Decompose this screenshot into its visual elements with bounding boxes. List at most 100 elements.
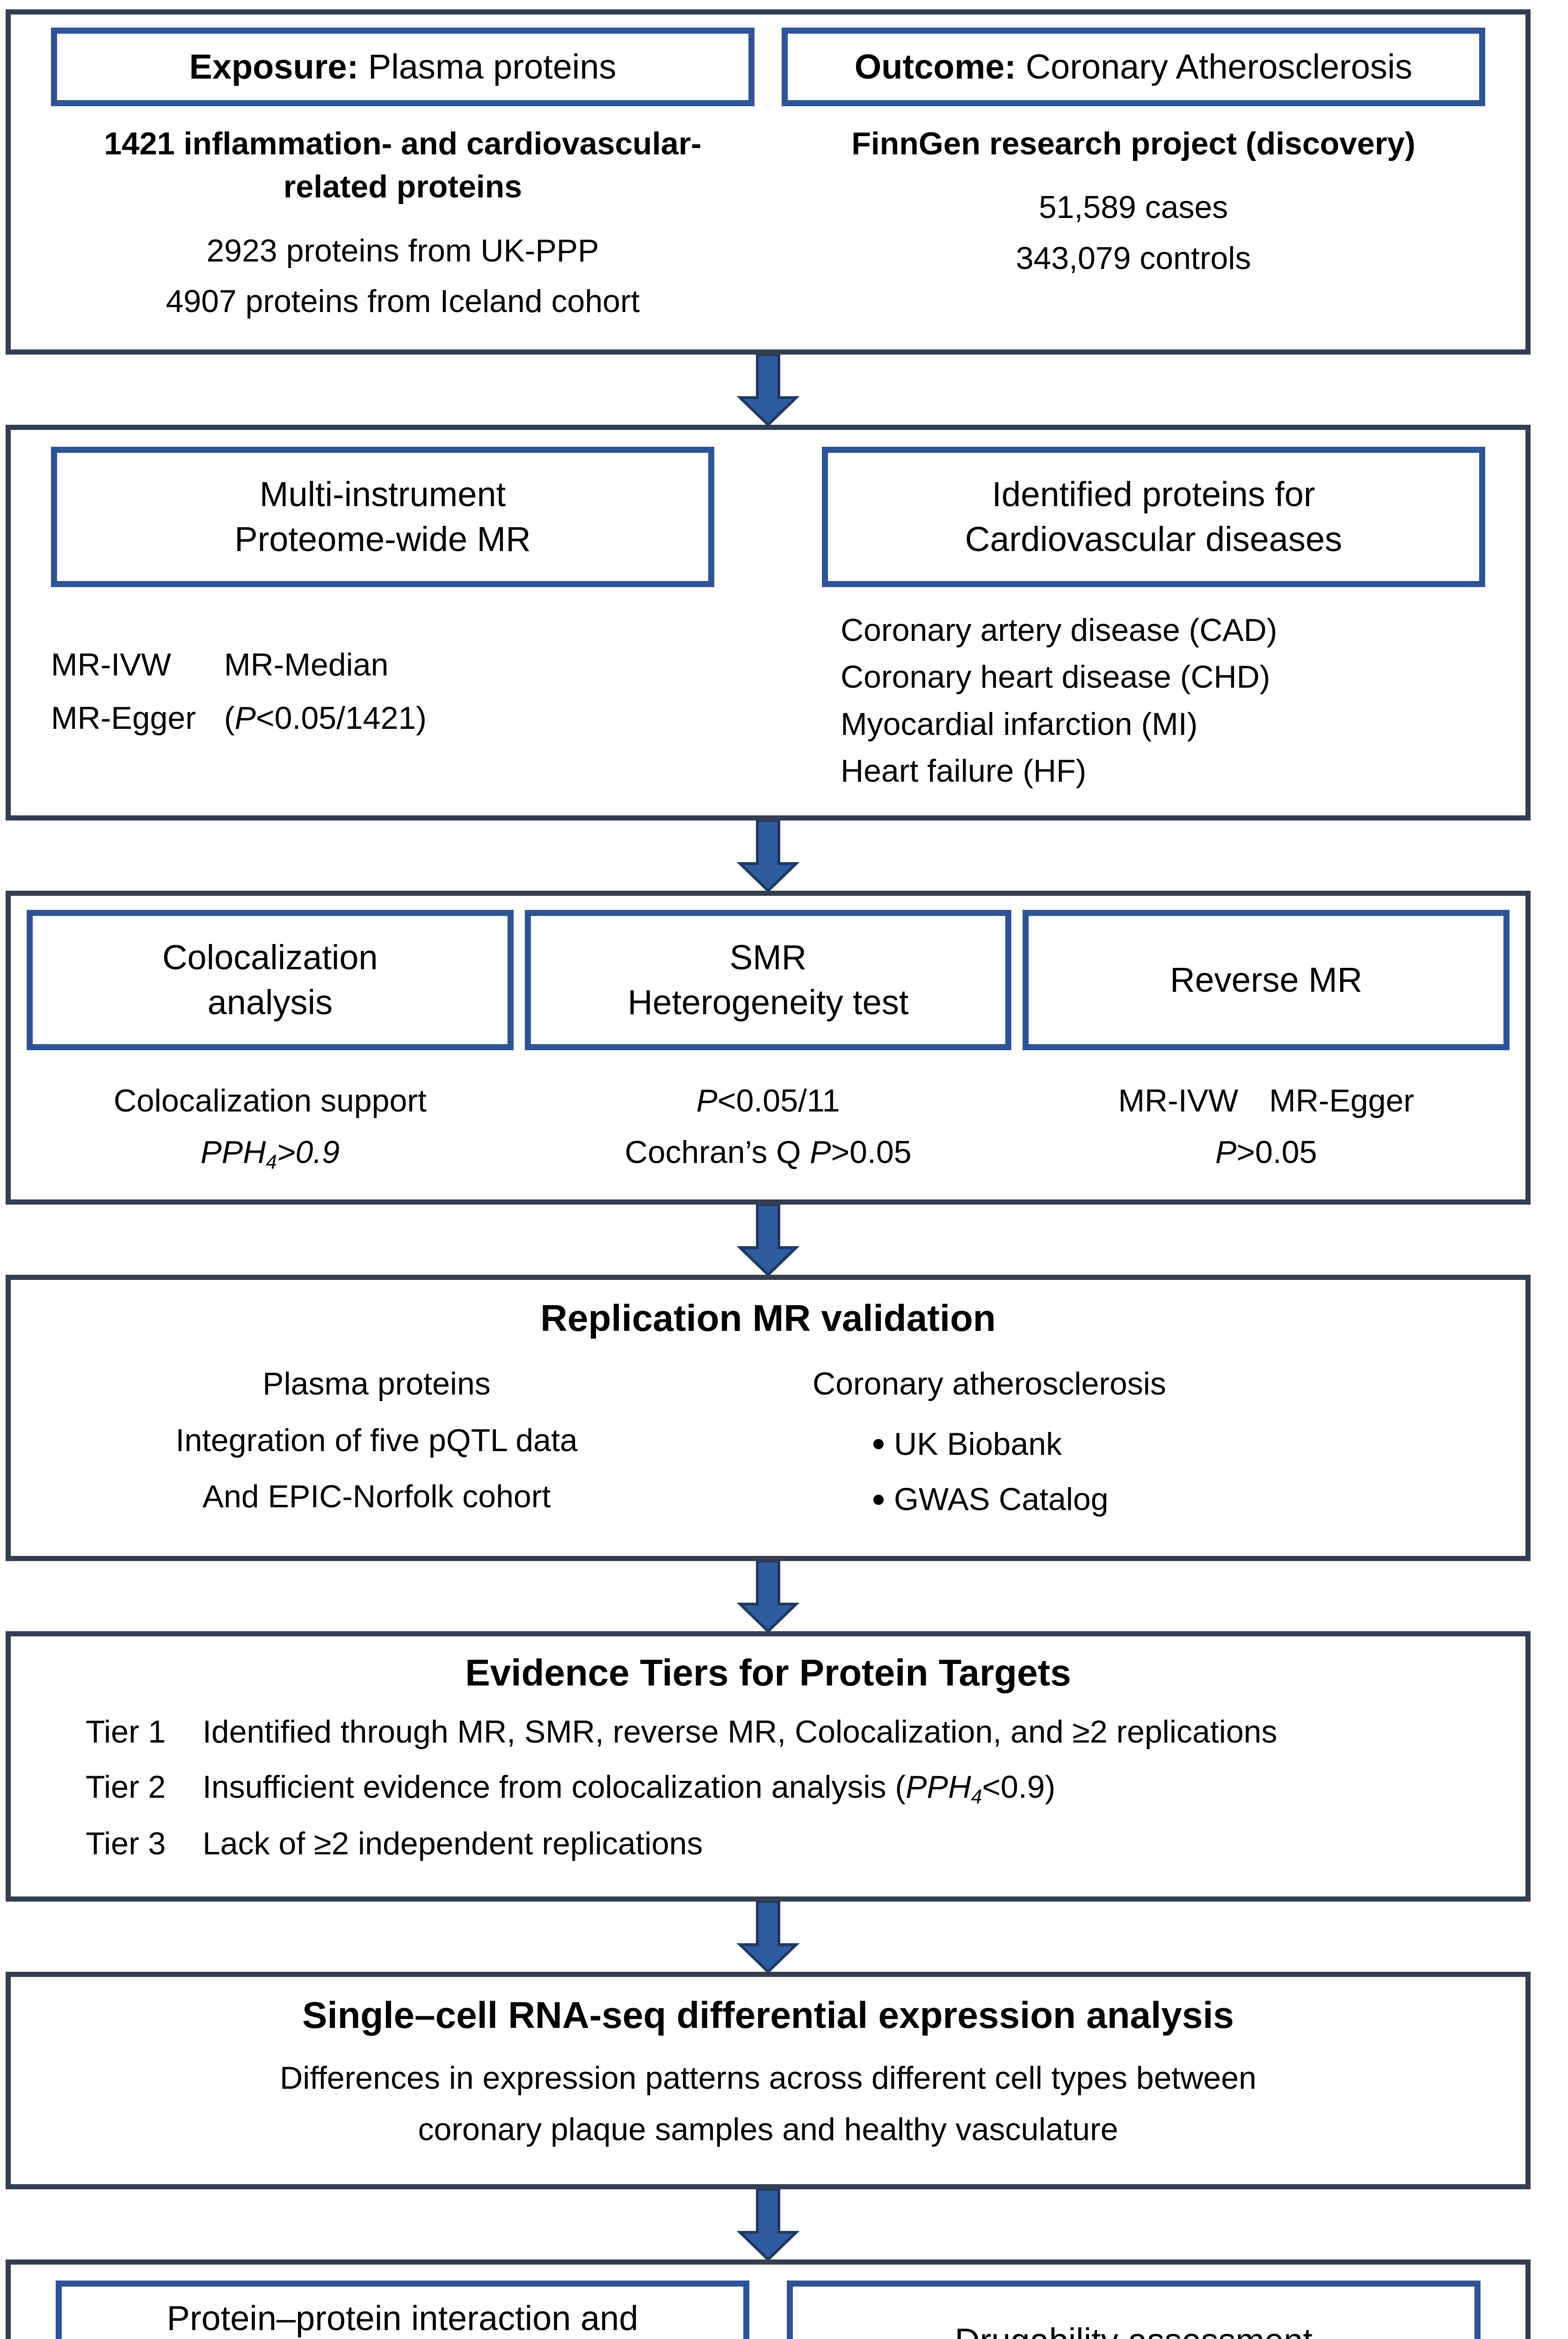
colocalization-box-text: Colocalization analysis [162,935,378,1025]
replication-epic-norfolk: And EPIC-Norfolk cohort [202,1479,551,1515]
replication-bullet-label: UK Biobank [894,1426,1062,1462]
panel-mr-analysis: Multi-instrument Proteome-wide MR MR-IVW… [6,424,1531,821]
down-arrow-icon [736,1205,800,1275]
panel-evidence-tiers: Evidence Tiers for Protein Targets Tier … [6,1631,1531,1902]
mr-box-line2: Proteome-wide MR [234,519,531,559]
identified-box-line1: Identified proteins for [992,474,1315,514]
exposure-label: Exposure: [189,47,359,86]
mr-method-column: Multi-instrument Proteome-wide MR MR-IVW… [51,446,770,797]
flow-arrow-4 [6,1561,1531,1631]
outcome-item-cases: 51,589 cases [1038,189,1228,225]
tier-row-1: Tier 1 Identified through MR, SMR, rever… [29,1710,1507,1753]
mr-box-line1: Multi-instrument [259,474,506,514]
outcome-box: Outcome: Coronary Atherosclerosis [782,28,1485,106]
colocalization-box: Colocalization analysis [27,909,514,1050]
coloc-line1: Colocalization [162,937,378,977]
ppi-enrichment-box: Protein–protein interaction and Enrichme… [56,2280,749,2339]
exposure-box: Exposure: Plasma proteins [51,28,755,106]
flow-arrow-6 [6,2189,1531,2259]
evidence-tiers-title: Evidence Tiers for Protein Targets [465,1651,1071,1693]
exposure-value: Plasma proteins [358,47,617,86]
tier-row-3: Tier 3 Lack of ≥2 independent replicatio… [29,1822,1507,1865]
drugability-text: Drugability assessment [955,2318,1313,2339]
panel-sensitivity-analyses: Colocalization analysis Colocalization s… [6,890,1531,1205]
replication-bullet-ukbiobank: UK Biobank [813,1423,1507,1466]
exposure-box-text: Exposure: Plasma proteins [189,44,616,89]
p-italic: P [234,700,256,736]
ppi-line1: Protein–protein interaction and [167,2298,639,2338]
exposure-heading-line1: 1421 inflammation- and cardiovascular- [104,126,702,161]
flow-arrow-1 [6,354,1531,425]
smr-line2: Heterogeneity test [627,982,909,1022]
colocalization-column: Colocalization analysis Colocalization s… [27,909,514,1184]
smr-line1: SMR [729,937,807,977]
outcome-value: Coronary Atherosclerosis [1016,47,1413,86]
flow-arrow-3 [6,1205,1531,1275]
mr-method-threshold: (P<0.05/1421) [224,700,427,736]
tier-3-key: Tier 3 [86,1826,166,1862]
reverse-method-ivw: MR-IVW [1118,1082,1239,1119]
tier-1-description: Identified through MR, SMR, reverse MR, … [203,1714,1278,1750]
tier-1-key: Tier 1 [86,1714,166,1750]
scrnaseq-description-line1: Differences in expression patterns acros… [280,2060,1256,2096]
replication-plasma-proteins: Plasma proteins [262,1366,491,1402]
replication-bullet-label: GWAS Catalog [894,1482,1109,1518]
scrnaseq-description-line2: coronary plaque samples and healthy vasc… [418,2112,1118,2148]
identified-proteins-box: Identified proteins for Cardiovascular d… [822,446,1485,587]
tier-3-description: Lack of ≥2 independent replications [203,1826,703,1862]
down-arrow-icon [736,820,800,891]
tier-row-2: Tier 2 Insufficient evidence from coloca… [29,1765,1507,1810]
smr-column: SMR Heterogeneity test P<0.05/11 Cochran… [524,909,1012,1184]
ppi-enrichment-text: Protein–protein interaction and Enrichme… [167,2296,639,2339]
down-arrow-icon [736,354,800,425]
down-arrow-icon [736,1561,800,1631]
smr-box: SMR Heterogeneity test [524,909,1012,1050]
flow-arrow-2 [6,820,1531,891]
smr-caption-cochran: Cochran’s Q P>0.05 [624,1134,912,1170]
coloc-caption-support: Colocalization support [113,1082,427,1119]
mr-method-median: MR-Median [224,646,389,683]
mr-method-ivw: MR-IVW [51,646,171,683]
coloc-line2: analysis [207,982,333,1022]
reverse-caption-p: P>0.05 [1215,1134,1317,1170]
identified-proteins-column: Identified proteins for Cardiovascular d… [770,446,1485,797]
outcome-item-controls: 343,079 controls [1016,240,1251,276]
disease-chd: Coronary heart disease (CHD) [841,659,1270,695]
replication-pqtl-data: Integration of five pQTL data [175,1422,578,1458]
exposure-item-ukppp: 2923 proteins from UK-PPP [206,232,599,269]
bullet-dot-icon [873,1439,884,1450]
panel-downstream-analysis: Protein–protein interaction and Enrichme… [6,2259,1531,2339]
disease-cad: Coronary artery disease (CAD) [841,612,1278,648]
panel-single-cell-rnaseq: Single–cell RNA-seq differential express… [6,1971,1531,2189]
replication-outcome-column: Coronary atherosclerosis UK Biobank GWAS… [742,1362,1507,1533]
replication-title: Replication MR validation [540,1297,996,1339]
down-arrow-icon [736,2189,800,2259]
panel-replication-validation: Replication MR validation Plasma protein… [6,1275,1531,1561]
outcome-box-text: Outcome: Coronary Atherosclerosis [855,44,1413,89]
outcome-details: FinnGen research project (discovery) 51,… [782,122,1485,331]
mr-method-egger: MR-Egger [51,700,196,736]
outcome-label: Outcome: [854,47,1016,86]
panel-exposure-outcome: Exposure: Plasma proteins Outcome: Coron… [6,9,1531,355]
multi-instrument-mr-text: Multi-instrument Proteome-wide MR [234,472,530,562]
drugability-assessment-box: Drugability assessment [787,2280,1481,2339]
identified-box-line2: Cardiovascular diseases [965,519,1343,559]
mr-method-row-2: MR-Egger (P<0.05/1421) [51,697,714,740]
exposure-item-iceland: 4907 proteins from Iceland cohort [166,283,640,320]
bullet-dot-icon [873,1494,884,1505]
disease-mi: Myocardial infarction (MI) [841,706,1198,742]
reverse-line1: Reverse MR [1170,960,1363,999]
exposure-heading-line2: related proteins [283,169,523,205]
replication-exposure-column: Plasma proteins Integration of five pQTL… [29,1362,742,1533]
reverse-mr-column: Reverse MR MR-IVW MR-Egger P>0.05 [1023,909,1510,1184]
scrnaseq-title: Single–cell RNA-seq differential express… [302,1994,1234,2036]
replication-bullet-gwas-catalog: GWAS Catalog [813,1478,1507,1521]
coloc-caption-pph4: PPH4>0.9 [200,1134,340,1173]
tier-2-key: Tier 2 [86,1769,166,1805]
reverse-mr-box: Reverse MR [1023,909,1510,1050]
smr-box-text: SMR Heterogeneity test [628,935,909,1025]
outcome-heading: FinnGen research project (discovery) [851,126,1416,161]
identified-proteins-text: Identified proteins for Cardiovascular d… [965,472,1342,562]
reverse-method-egger: MR-Egger [1269,1082,1415,1119]
mr-method-row-1: MR-IVW MR-Median [51,643,714,686]
